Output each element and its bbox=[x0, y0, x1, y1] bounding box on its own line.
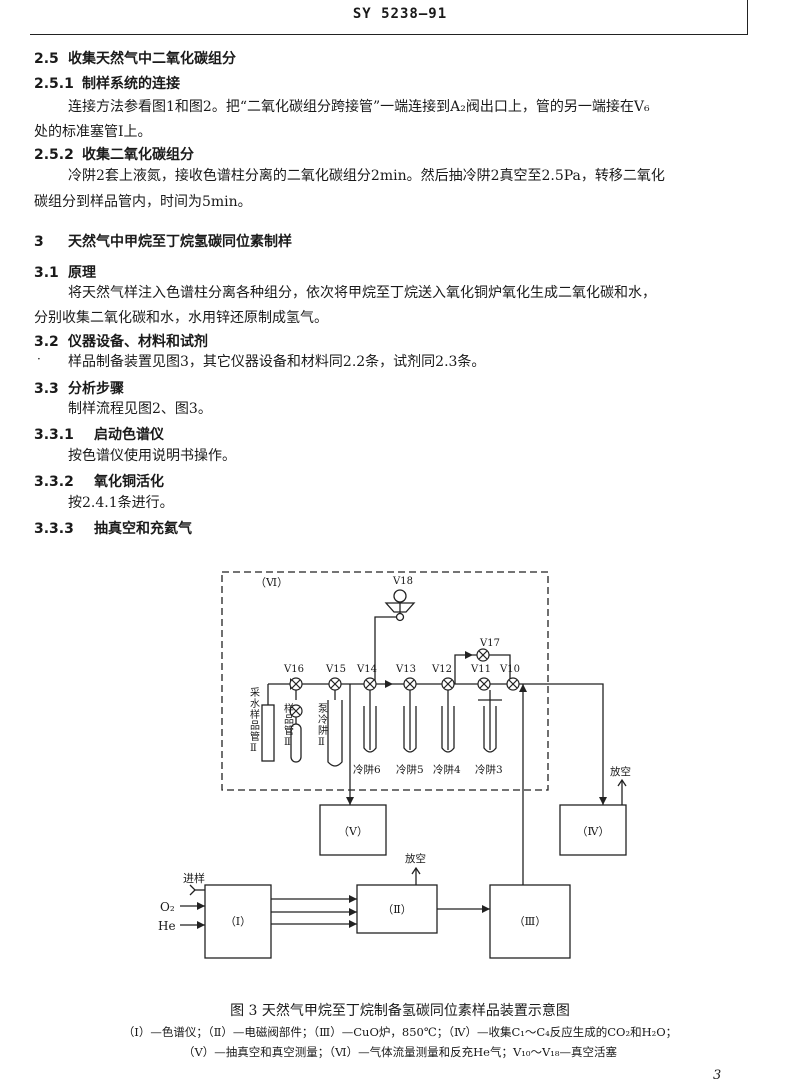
section-2-5-2-text-line2: 碳组分到样品管内，时间为5min。 bbox=[34, 194, 252, 210]
figure-legend-line1: （Ⅰ）—色谱仪；（Ⅱ）—电磁阀部件；（Ⅲ）—CuO炉，850℃；（Ⅳ）—收集C₁… bbox=[122, 1025, 678, 1039]
section-2-5-2-text-line1: 冷阱2套上液氮，接收色谱柱分离的二氧化碳组分2min。然后抽冷阱2真空至2.5P… bbox=[68, 168, 665, 184]
he-label: He bbox=[158, 919, 176, 933]
vent-label-iv: 放空 bbox=[610, 765, 631, 778]
valve-v12 bbox=[441, 677, 455, 691]
valve-v16 bbox=[289, 677, 303, 691]
trap-3-label: 冷阱3 bbox=[475, 763, 503, 776]
valve-v17 bbox=[476, 648, 490, 662]
figure-legend-line2: （Ⅴ）—抽真空和真空测量；（Ⅵ）—气体流量测量和反充He气；V₁₀～V₁₈—真空… bbox=[182, 1045, 617, 1059]
unit-i-label: （Ⅰ） bbox=[225, 915, 251, 928]
trap-5-label: 冷阱5 bbox=[396, 763, 424, 776]
section-3-1-text-line1: 将天然气样注入色谱柱分离各种组分，依次将甲烷至丁烷送入氧化铜炉氧化生成二氧化碳和… bbox=[68, 285, 656, 301]
unit-iv-label: （Ⅳ） bbox=[577, 825, 610, 838]
valve-v14-label: V14 bbox=[356, 664, 377, 675]
margin-dot: · bbox=[37, 352, 41, 366]
header-rule bbox=[30, 34, 748, 35]
trap-4-label: 冷阱4 bbox=[433, 763, 461, 776]
unit-vi-enclosure bbox=[221, 571, 549, 791]
valve-v-sample bbox=[289, 704, 303, 718]
valve-v15-label: V15 bbox=[325, 664, 346, 675]
valve-v18-label: V18 bbox=[392, 576, 413, 587]
valve-v13 bbox=[403, 677, 417, 691]
section-2-5-1-text-line2: 处的标准塞管Ⅰ上。 bbox=[34, 124, 152, 140]
o2-label: O₂ bbox=[160, 900, 175, 914]
valve-v10 bbox=[506, 677, 520, 691]
valve-v15 bbox=[328, 677, 342, 691]
valve-v11 bbox=[477, 677, 491, 691]
unit-vi-label: （Ⅵ） bbox=[255, 576, 288, 589]
unit-iii-box bbox=[489, 884, 571, 959]
valve-v14 bbox=[363, 677, 377, 691]
valve-v12-label: V12 bbox=[431, 664, 452, 675]
valve-v13-label: V13 bbox=[395, 664, 416, 675]
section-2-5-1-text-line1: 连接方法参看图1和图2。把“二氧化碳组分跨接管”一端连接到A₂阀出口上，管的另一… bbox=[68, 99, 650, 115]
section-3-3-1-text: 按色谱仪使用说明书操作。 bbox=[68, 448, 236, 464]
unit-i-box bbox=[204, 884, 272, 959]
section-3-3-2-text: 按2.4.1条进行。 bbox=[68, 495, 174, 511]
valve-v16-label: V16 bbox=[283, 664, 304, 675]
unit-iii-label: （Ⅲ） bbox=[514, 915, 547, 928]
section-3-2-text: 样品制备装置见图3，其它仪器设备和材料同2.2条，试剂同2.3条。 bbox=[68, 354, 486, 370]
unit-iv-box bbox=[559, 804, 627, 856]
section-3-3-text: 制样流程见图2、图3。 bbox=[68, 401, 212, 417]
valve-v17-label: V17 bbox=[479, 638, 500, 649]
section-3-1-text-line2: 分别收集二氧化碳和水，水用锌还原制成氢气。 bbox=[34, 310, 328, 326]
page-number: 3 bbox=[713, 1068, 722, 1083]
unit-ii-label: （Ⅱ） bbox=[382, 903, 411, 916]
unit-v-label: （Ⅴ） bbox=[338, 825, 368, 838]
unit-v-box bbox=[319, 804, 387, 856]
vent-label-ii: 放空 bbox=[405, 852, 426, 865]
standard-code: SY 5238—91 bbox=[352, 6, 448, 22]
valve-v11-label: V11 bbox=[470, 664, 491, 675]
header-margin-rule bbox=[747, 0, 748, 35]
trap-6-label: 冷阱6 bbox=[353, 763, 381, 776]
figure-caption: 图 3 天然气甲烷至丁烷制备氢碳同位素样品装置示意图 bbox=[230, 1003, 570, 1019]
valve-v10-label: V10 bbox=[499, 664, 520, 675]
inlet-label: 进样 bbox=[183, 871, 205, 885]
